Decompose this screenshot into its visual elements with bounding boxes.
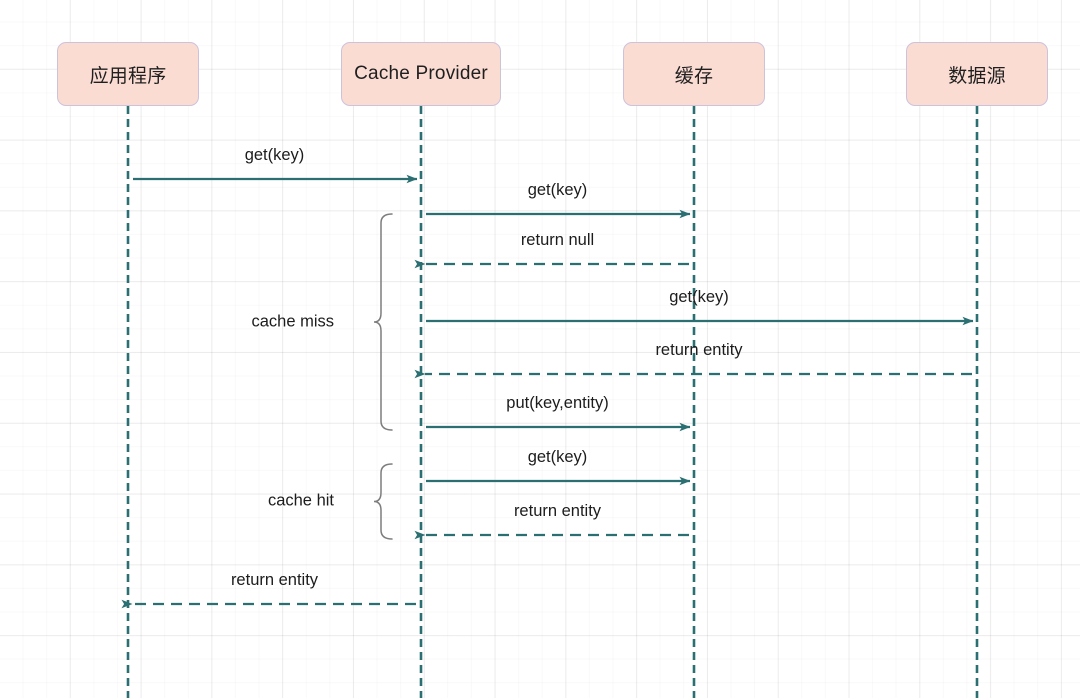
brace-g2: [373, 463, 393, 540]
message-label-m7: get(key): [527, 448, 588, 466]
group-label-g2: cache hit: [267, 491, 334, 510]
participant-datasource[interactable]: 数据源: [906, 42, 1048, 106]
message-label-m4: get(key): [669, 288, 729, 306]
group-label-g1: cache miss: [251, 312, 334, 331]
message-label-m8: return entity: [513, 502, 602, 520]
message-label-m6: put(key,entity): [506, 394, 609, 412]
lifelines-group: [126, 106, 979, 698]
participant-provider[interactable]: Cache Provider: [341, 42, 501, 106]
participant-app[interactable]: 应用程序: [57, 42, 199, 106]
group-braces: [373, 213, 393, 540]
participant-cache[interactable]: 缓存: [623, 42, 765, 106]
message-arrows-group: [121, 174, 974, 609]
message-label-m3: return null: [520, 231, 595, 249]
message-label-m9: return entity: [230, 571, 319, 589]
message-label-m1: get(key): [244, 146, 305, 164]
message-label-m2: get(key): [527, 181, 588, 199]
brace-g1: [373, 213, 393, 431]
message-label-m5: return entity: [655, 341, 743, 359]
